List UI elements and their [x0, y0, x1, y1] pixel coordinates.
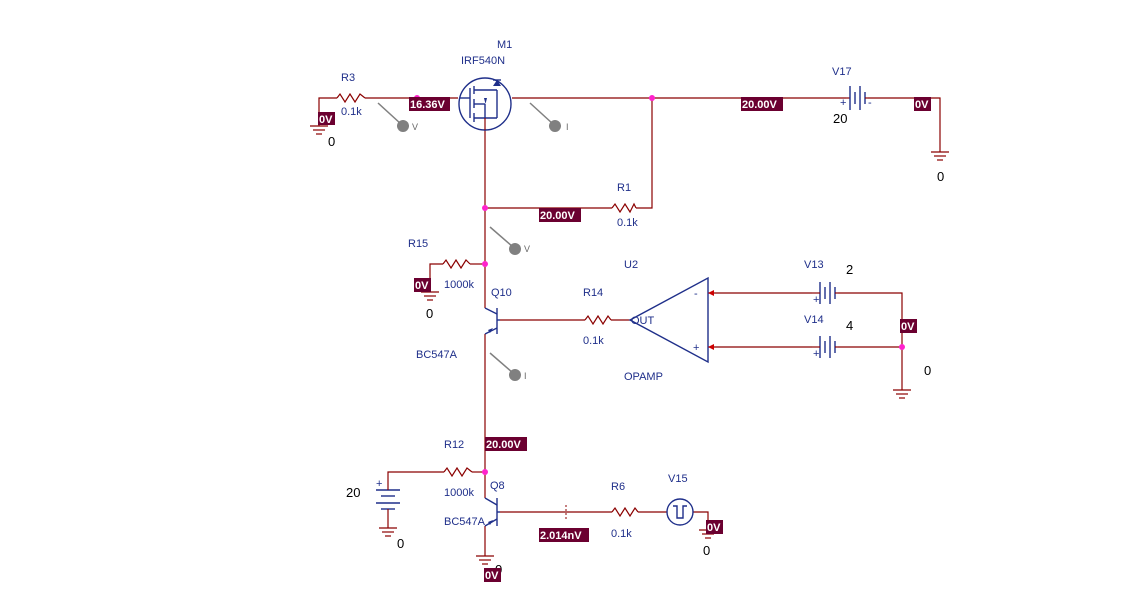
u2-plus-pin-label: +: [693, 342, 699, 354]
svg-text:0V: 0V: [901, 321, 915, 333]
svg-text:16.36V: 16.36V: [410, 99, 446, 111]
u2-ref-label: U2: [624, 259, 638, 271]
vtag-r3-left: 0V: [318, 112, 335, 126]
r15-ref-label: R15: [408, 238, 428, 250]
svg-text:+: +: [376, 478, 382, 490]
svg-text:0V: 0V: [415, 280, 429, 292]
svg-text:+: +: [840, 97, 846, 109]
probe-i-q10[interactable]: I: [489, 352, 527, 381]
u2-minus-pin-label: -: [694, 288, 698, 300]
vtag-r15-left: 0V: [414, 278, 431, 292]
source-v13[interactable]: + V13 2: [804, 259, 853, 306]
vtag-opamp-ref: 0V: [900, 319, 917, 333]
svg-text:20.00V: 20.00V: [742, 99, 778, 111]
r12-ref-label: R12: [444, 439, 464, 451]
r1-value-label: 0.1k: [617, 217, 638, 229]
r15-value-label: 1000k: [444, 279, 474, 291]
r6-ref-label: R6: [611, 481, 625, 493]
opamp-u2[interactable]: U2 OUT - + OPAMP: [624, 259, 714, 383]
vtag-q8-base: 2.014nV: [539, 528, 589, 542]
r12-value-label: 1000k: [444, 487, 474, 499]
svg-text:0V: 0V: [485, 570, 499, 582]
ground-label-r3: 0: [328, 134, 335, 149]
vtag-q8-emitter: 0V: [484, 568, 501, 582]
transistor-q8[interactable]: Q8 BC547A: [444, 480, 505, 528]
source-vbat-left[interactable]: + 20: [346, 478, 400, 512]
probe-v-gate-label: V: [412, 122, 418, 132]
r14-ref-label: R14: [583, 287, 603, 299]
resistor-r12[interactable]: R12 1000k: [443, 439, 474, 499]
q8-ref-label: Q8: [490, 480, 505, 492]
m1-part-label: IRF540N: [461, 55, 505, 67]
svg-text:0V: 0V: [707, 522, 721, 534]
ground-label-r15: 0: [426, 306, 433, 321]
q8-part-label: BC547A: [444, 516, 486, 528]
u2-part-label: OPAMP: [624, 371, 663, 383]
vtag-v17-minus: 0V: [914, 97, 931, 111]
svg-text:0V: 0V: [319, 114, 333, 126]
r3-value-label: 0.1k: [341, 106, 362, 118]
wires: [318, 97, 941, 556]
u2-out-pin-label: OUT: [631, 315, 655, 327]
vbat-left-value-label: 20: [346, 485, 360, 500]
svg-text:2.014nV: 2.014nV: [540, 530, 582, 542]
svg-text:0V: 0V: [915, 99, 929, 111]
q10-part-label: BC547A: [416, 349, 458, 361]
r14-value-label: 0.1k: [583, 335, 604, 347]
source-v17[interactable]: + - V17 20: [832, 66, 872, 126]
resistor-r14[interactable]: R14 0.1k: [583, 287, 612, 347]
probe-i-drain-label: I: [566, 122, 569, 132]
resistor-r3[interactable]: R3 0.1k: [336, 72, 366, 118]
r3-ref-label: R3: [341, 72, 355, 84]
svg-text:20.00V: 20.00V: [486, 439, 522, 451]
svg-text:+: +: [813, 294, 819, 306]
v14-value-label: 4: [846, 318, 853, 333]
vtag-source: 20.00V: [539, 208, 581, 222]
probe-i-drain[interactable]: I: [529, 102, 569, 132]
q10-ref-label: Q10: [491, 287, 512, 299]
source-v15[interactable]: V15: [666, 473, 694, 526]
resistor-r15[interactable]: R15 1000k: [408, 238, 474, 291]
source-v14[interactable]: + V14 4: [804, 314, 853, 360]
ground-label-vbat: 0: [397, 536, 404, 551]
vtag-q10-emitter: 20.00V: [485, 437, 527, 451]
vtag-v17-plus: 20.00V: [741, 97, 783, 111]
transistor-q10[interactable]: Q10 BC547A: [416, 287, 512, 361]
r1-ref-label: R1: [617, 182, 631, 194]
svg-text:-: -: [868, 97, 872, 109]
probe-i-q10-label: I: [524, 371, 527, 381]
v17-value-label: 20: [833, 111, 847, 126]
vtag-gate: 16.36V: [409, 97, 450, 111]
v17-ref-label: V17: [832, 66, 852, 78]
junctions: [414, 95, 905, 475]
probe-v-gate[interactable]: V: [377, 102, 418, 132]
ground-label-opamp: 0: [924, 363, 931, 378]
v14-ref-label: V14: [804, 314, 824, 326]
m1-ref-label: M1: [497, 39, 512, 51]
v13-ref-label: V13: [804, 259, 824, 271]
ground-label-v17: 0: [937, 169, 944, 184]
v13-value-label: 2: [846, 262, 853, 277]
vtag-v15-right: 0V: [706, 520, 723, 534]
probe-v-source[interactable]: V: [489, 226, 530, 255]
voltage-tags: 0V 16.36V 20.00V 0V 20.00V 0V 0V 20.00V: [318, 97, 931, 582]
resistor-r6[interactable]: R6 0.1k: [611, 481, 639, 540]
mosfet-m1[interactable]: M1 IRF540N: [458, 39, 512, 131]
resistor-r1[interactable]: R1 0.1k: [611, 182, 638, 229]
svg-text:20.00V: 20.00V: [540, 210, 576, 222]
ground-label-v15: 0: [703, 543, 710, 558]
probe-v-source-label: V: [524, 244, 530, 254]
v15-ref-label: V15: [668, 473, 688, 485]
r6-value-label: 0.1k: [611, 528, 632, 540]
svg-text:+: +: [813, 348, 819, 360]
